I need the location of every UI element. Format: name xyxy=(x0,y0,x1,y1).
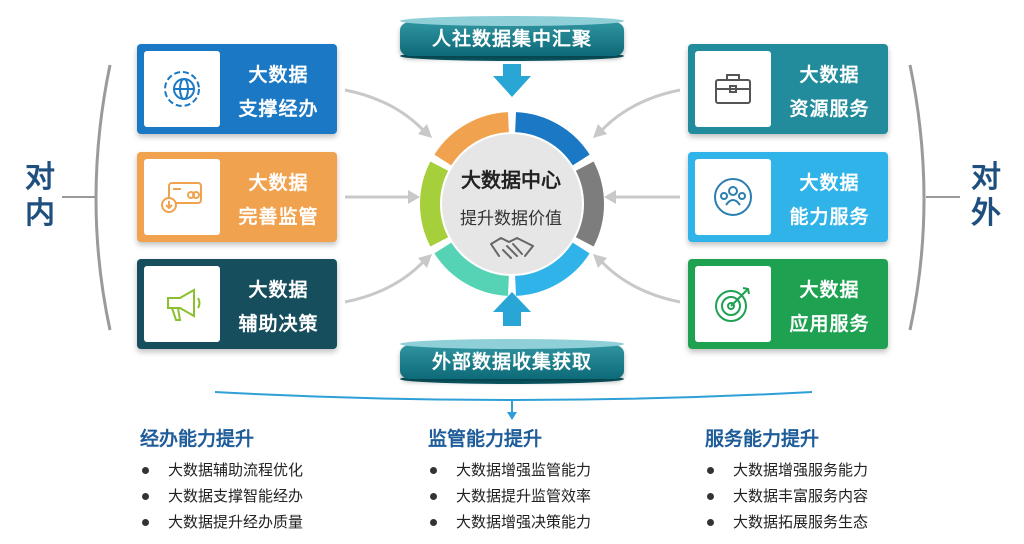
ring-segment xyxy=(514,112,590,166)
gear-globe-icon xyxy=(144,51,220,127)
card-line2: 资源服务 xyxy=(789,98,870,120)
column-title: 经办能力提升 xyxy=(140,428,255,450)
ring-segment xyxy=(514,242,590,296)
list-item: 大数据拓展服务生态 xyxy=(705,509,868,535)
card-improve-supervision: 大数据 完善监管 xyxy=(137,152,337,242)
card-line2: 支撑经办 xyxy=(238,98,319,120)
card-line1: 大数据 xyxy=(799,172,860,194)
card-line2: 应用服务 xyxy=(789,313,870,335)
left-side-label: 对内 xyxy=(25,160,55,231)
card-application-service: 大数据 应用服务 xyxy=(688,259,888,349)
megaphone-icon xyxy=(144,266,220,342)
card-aid-decision: 大数据 辅助决策 xyxy=(137,259,337,349)
handshake-icon xyxy=(490,237,534,259)
list-item: 大数据提升监管效率 xyxy=(428,483,591,509)
center-title: 大数据中心 xyxy=(461,168,561,192)
list-item: 大数据丰富服务内容 xyxy=(705,483,868,509)
team-icon xyxy=(695,159,771,235)
list-item: 大数据增强决策能力 xyxy=(428,509,591,535)
top-banner: 人社数据集中汇聚 xyxy=(400,16,624,61)
ring-segment xyxy=(434,242,510,296)
bottom-banner: 外部数据收集获取 xyxy=(400,339,624,384)
column-supervision: 监管能力提升 大数据增强监管能力 大数据提升监管效率 大数据增强决策能力 xyxy=(428,424,591,535)
card-support-handling: 大数据 支撑经办 xyxy=(137,44,337,134)
briefcase-icon xyxy=(695,51,771,127)
target-icon xyxy=(695,266,771,342)
list-item: 大数据辅助流程优化 xyxy=(140,457,303,483)
column-service: 服务能力提升 大数据增强服务能力 大数据丰富服务内容 大数据拓展服务生态 xyxy=(705,424,868,535)
card-download-icon xyxy=(144,159,220,235)
ring-segment xyxy=(420,161,449,247)
card-line1: 大数据 xyxy=(799,64,860,86)
list-item: 大数据提升经办质量 xyxy=(140,509,303,535)
card-capability-service: 大数据 能力服务 xyxy=(688,152,888,242)
right-side-label: 对外 xyxy=(971,160,1001,231)
list-item: 大数据支撑智能经办 xyxy=(140,483,303,509)
column-title: 服务能力提升 xyxy=(705,428,820,450)
ring-segment xyxy=(434,112,510,166)
list-item: 大数据增强监管能力 xyxy=(428,457,591,483)
card-line1: 大数据 xyxy=(248,64,309,86)
card-line1: 大数据 xyxy=(248,279,309,301)
card-line1: 大数据 xyxy=(799,279,860,301)
center-ring xyxy=(420,112,604,296)
card-line2: 能力服务 xyxy=(789,206,870,228)
column-handling: 经办能力提升 大数据辅助流程优化 大数据支撑智能经办 大数据提升经办质量 xyxy=(140,424,303,535)
column-title: 监管能力提升 xyxy=(428,428,543,450)
card-line2: 辅助决策 xyxy=(238,313,319,335)
ring-segment xyxy=(575,161,604,247)
card-line2: 完善监管 xyxy=(238,206,319,228)
card-resource-service: 大数据 资源服务 xyxy=(688,44,888,134)
list-item: 大数据增强服务能力 xyxy=(705,457,868,483)
card-line1: 大数据 xyxy=(248,172,309,194)
center-disc xyxy=(442,134,582,274)
center-subtitle: 提升数据价值 xyxy=(460,209,562,229)
